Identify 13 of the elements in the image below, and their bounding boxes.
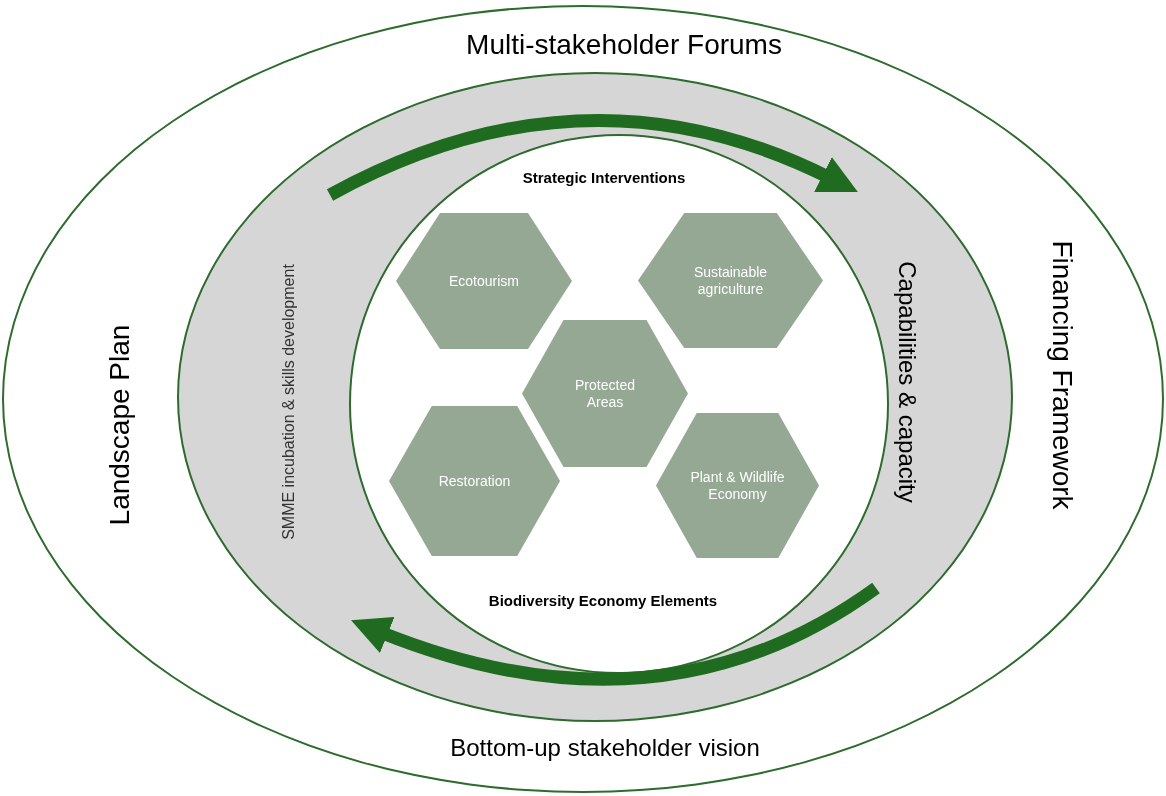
ring-label: SMME incubation & skills development xyxy=(280,264,298,540)
ring-label: Capabilities & capacity xyxy=(893,261,921,503)
ring-label: Landscape Plan xyxy=(104,324,136,526)
hexagon-label: Ecotourism xyxy=(448,272,520,290)
hexagon-label: Sustainable agriculture xyxy=(692,263,769,298)
ring-label: Biodiversity Economy Elements xyxy=(488,591,718,609)
hexagon-label: Protected Areas xyxy=(574,376,636,411)
ring-label: Multi-stakeholder Forums xyxy=(466,29,782,61)
hexagon-label: Restoration xyxy=(437,472,512,490)
ring-label: Financing Framework xyxy=(1046,240,1078,510)
ring-label: Bottom-up stakeholder vision xyxy=(450,734,760,762)
hexagon-label: Plant & Wildlife Economy xyxy=(689,468,786,503)
ring-label: Strategic Interventions xyxy=(522,168,686,186)
